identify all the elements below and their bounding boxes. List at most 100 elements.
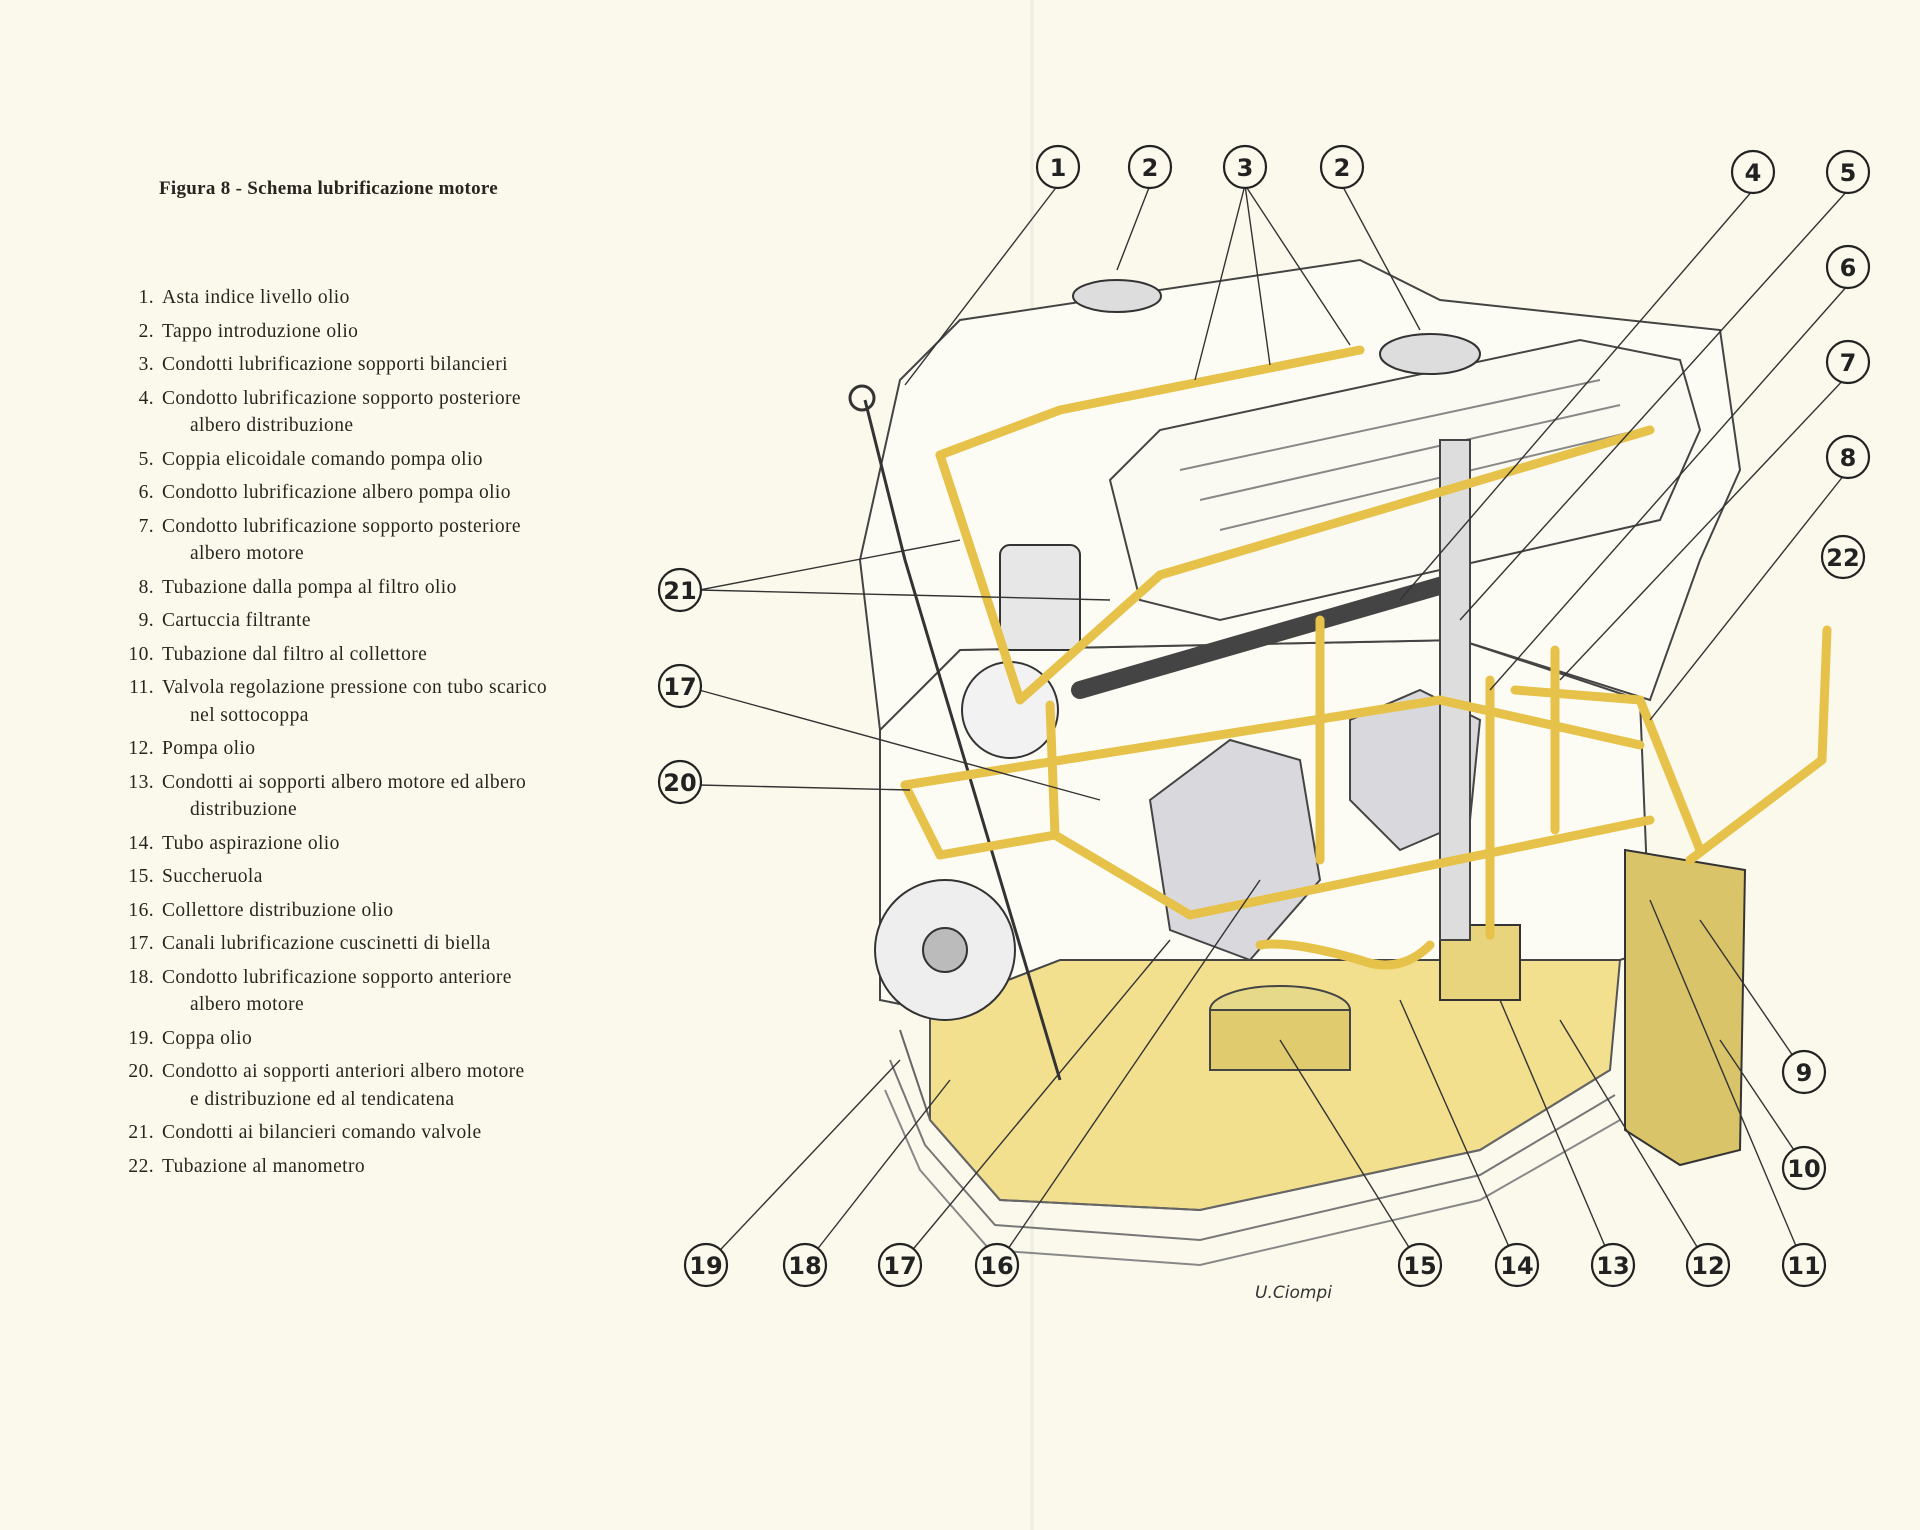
legend-item: 16.Collettore distribuzione olio: [110, 897, 630, 925]
oil-filter: [1624, 848, 1747, 1167]
legend-text: Tubazione dal filtro al collettore: [162, 643, 428, 665]
callout-number: 9: [1796, 1059, 1813, 1087]
callout-5: 5: [1825, 149, 1871, 195]
callout-8: 8: [1825, 434, 1871, 480]
callout-4: 4: [1730, 149, 1776, 195]
callout-number: 8: [1840, 444, 1857, 472]
artist-signature: U.Ciompi: [1255, 1283, 1332, 1303]
oil-distribution-gallery: [1185, 815, 1655, 920]
legend-text: Condotti lubrificazione sopporti bilanci…: [162, 354, 508, 375]
callout-18: 18: [782, 1242, 828, 1288]
callout-number: 16: [980, 1252, 1013, 1280]
legend-item: 19.Coppa olio: [110, 1025, 630, 1053]
crankshaft: [1148, 738, 1322, 962]
callout-number: 22: [1826, 544, 1859, 572]
callout-21: 21: [657, 567, 703, 613]
legend-item: 21. Condotti ai bilancieri comando valvol…: [110, 1119, 630, 1147]
legend-text-continuation: albero motore: [190, 543, 305, 564]
callout-22: 22: [1820, 534, 1866, 580]
callout-number: 17: [883, 1252, 916, 1280]
callout-20: 20: [657, 759, 703, 805]
oil-distribution-gallery: [900, 695, 1645, 790]
callout-1: 1: [1035, 144, 1081, 190]
legend-text: Asta indice livello olio: [162, 287, 350, 308]
callout-number: 20: [663, 769, 696, 797]
legend-number: 15.: [128, 866, 154, 887]
callout-17-left: 17: [657, 663, 703, 709]
callout-2b: 2: [1319, 144, 1365, 190]
filter-to-gallery-pipe: [1510, 685, 1705, 855]
legend-text-continuation: e distribuzione ed al tendicatena: [190, 1088, 455, 1110]
legend-number: 11.: [129, 677, 154, 698]
legend-item: 9.Cartuccia filtrante: [110, 607, 630, 635]
legend-text: Tubazione al manometro: [162, 1155, 366, 1177]
legend-text: Condotto lubrificazione albero pompa oli…: [162, 482, 511, 503]
legend-text: Pompa olio: [162, 738, 256, 759]
callout-14: 14: [1494, 1242, 1540, 1288]
callout-number: 10: [1787, 1155, 1820, 1183]
legend-number: 4.: [138, 387, 154, 409]
legend-text: Tappo introduzione olio: [162, 320, 359, 342]
legend-text: Condotto lubrificazione sopporto posteri…: [162, 515, 521, 537]
callout-number: 12: [1691, 1252, 1724, 1280]
legend-number: 20.: [128, 1061, 154, 1082]
leader-lines: [698, 184, 1849, 1266]
legend-item: 4.Condotto lubrificazione sopporto poste…: [110, 385, 630, 440]
callout-17-bottom: 17: [877, 1242, 923, 1288]
legend-item: 12. Pompa olio: [110, 735, 630, 763]
legend-item: 14.Tubo aspirazione olio: [110, 830, 630, 858]
legend-number: 9.: [138, 610, 154, 631]
legend-item: 8.Tubazione dalla pompa al filtro olio: [110, 574, 630, 602]
legend-text: Canali lubrificazione cuscinetti di biel…: [162, 933, 491, 954]
legend-text: Condotto ai sopporti anteriori albero mo…: [162, 1061, 525, 1082]
oil-passages: [900, 345, 1832, 970]
engine-illustration: [848, 258, 1747, 1267]
legend-number: 14.: [128, 832, 154, 854]
legend-number: 12.: [128, 738, 154, 759]
callout-15: 15: [1397, 1242, 1443, 1288]
callout-7: 7: [1825, 339, 1871, 385]
callout-number: 14: [1500, 1252, 1533, 1280]
legend-text-continuation: nel sottocoppa: [190, 704, 309, 726]
legend-number: 21.: [128, 1122, 154, 1143]
oil-pressure-gauge-pipe: [1685, 625, 1832, 865]
legend-number: 2.: [138, 320, 154, 342]
callout-13: 13: [1590, 1242, 1636, 1288]
callout-number: 15: [1403, 1252, 1436, 1280]
legend-number: 6.: [138, 482, 154, 503]
legend-text-continuation: albero distribuzione: [190, 415, 354, 436]
callout-10: 10: [1781, 1145, 1827, 1191]
legend-number: 8.: [138, 576, 154, 598]
legend-number: 10.: [128, 643, 154, 665]
oil-filler-cap: [1379, 333, 1481, 375]
oil-filler-cap: [1072, 279, 1162, 313]
dipstick: [863, 399, 1062, 1081]
legend-item: 20. Condotto ai sopporti anteriori albero…: [110, 1058, 630, 1113]
legend-item: 18.Condotto lubrificazione sopporto ante…: [110, 964, 630, 1019]
camshaft: [1071, 571, 1469, 699]
legend-item: 3. Condotti lubrificazione sopporti bilan…: [110, 351, 630, 379]
legend-item: 11.Valvola regolazione pressione con tub…: [110, 674, 630, 729]
legend-item: 22. Tubazione al manometro: [110, 1153, 630, 1181]
callout-number: 19: [689, 1252, 722, 1280]
rocker-oil-gallery: [1155, 425, 1655, 580]
callout-number: 18: [788, 1252, 821, 1280]
legend-number: 22.: [128, 1155, 154, 1177]
callout-19: 19: [683, 1242, 729, 1288]
callout-16: 16: [974, 1242, 1020, 1288]
legend-item: 1. Asta indice livello olio: [110, 284, 630, 312]
figure-title: Figura 8 - Schema lubrificazione motore: [159, 178, 499, 199]
legend-number: 1.: [138, 287, 154, 308]
callout-number: 6: [1840, 254, 1857, 282]
callout-number: 3: [1237, 154, 1254, 182]
rocker-oil-gallery: [935, 345, 1365, 460]
front-main-bearing-duct: [935, 450, 1165, 705]
legend-number: 3.: [138, 354, 154, 375]
legend-text: Condotti ai bilancieri comando valvole: [162, 1122, 482, 1143]
front-bearing-duct: [900, 780, 1060, 860]
legend-number: 7.: [138, 515, 154, 537]
callout-number: 21: [663, 577, 696, 605]
legend-item: 13.Condotti ai sopporti albero motore ed…: [110, 769, 630, 824]
legend-number: 17.: [128, 933, 154, 954]
callout-number: 1: [1050, 154, 1067, 182]
